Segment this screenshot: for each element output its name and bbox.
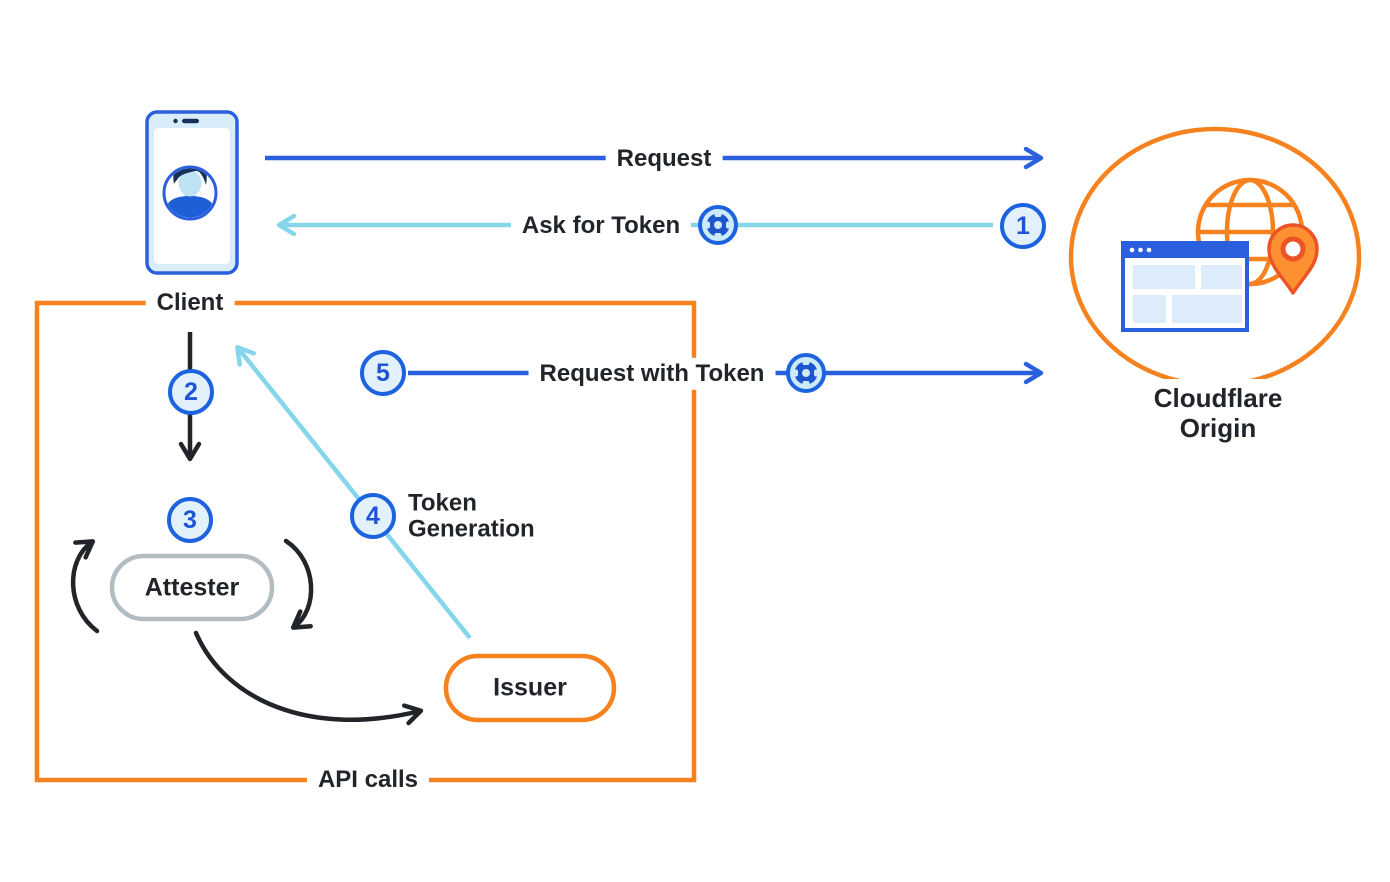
request-with-token-label: Request with Token xyxy=(528,357,776,391)
cloudflare-origin-node xyxy=(1068,126,1362,388)
browser-window-icon xyxy=(1121,241,1249,332)
attester-pill xyxy=(109,553,275,622)
step-2-badge: 2 xyxy=(168,369,214,415)
phone-speaker-slot xyxy=(182,118,199,124)
step-1-badge: 1 xyxy=(1000,203,1046,249)
step-3-badge: 3 xyxy=(167,497,213,543)
client-device-icon xyxy=(145,110,239,275)
token-icon xyxy=(697,204,739,246)
phone-camera-dot xyxy=(173,118,178,124)
api-calls-label: API calls xyxy=(306,763,430,797)
cloudflare-origin-label: Cloudflare Origin xyxy=(1127,379,1309,447)
token-generation-label-line2: Generation xyxy=(408,516,535,543)
token-generation-label: Token Generation xyxy=(402,488,541,546)
token-generation-label-line1: Token xyxy=(408,489,477,517)
location-pin-icon xyxy=(1267,223,1319,295)
client-label: Client xyxy=(145,286,235,320)
cloudflare-origin-label-line1: Cloudflare xyxy=(1153,383,1283,413)
issuer-pill xyxy=(443,653,617,723)
step-4-badge: 4 xyxy=(350,493,396,539)
user-avatar-icon xyxy=(162,165,218,221)
step-5-badge: 5 xyxy=(360,350,406,396)
ask-for-token-label: Ask for Token xyxy=(510,209,692,243)
cloudflare-origin-label-line2: Origin xyxy=(1179,413,1257,443)
issuer-label: Issuer xyxy=(493,673,567,702)
attester-label: Attester xyxy=(144,573,240,602)
token-icon xyxy=(785,352,827,394)
attester-to-issuer-arrow xyxy=(193,630,424,726)
request-label: Request xyxy=(605,142,723,176)
token-generation-arrow xyxy=(235,344,472,640)
attestation-loop-left-arrow xyxy=(70,539,100,634)
attestation-loop-right-arrow xyxy=(283,538,314,630)
